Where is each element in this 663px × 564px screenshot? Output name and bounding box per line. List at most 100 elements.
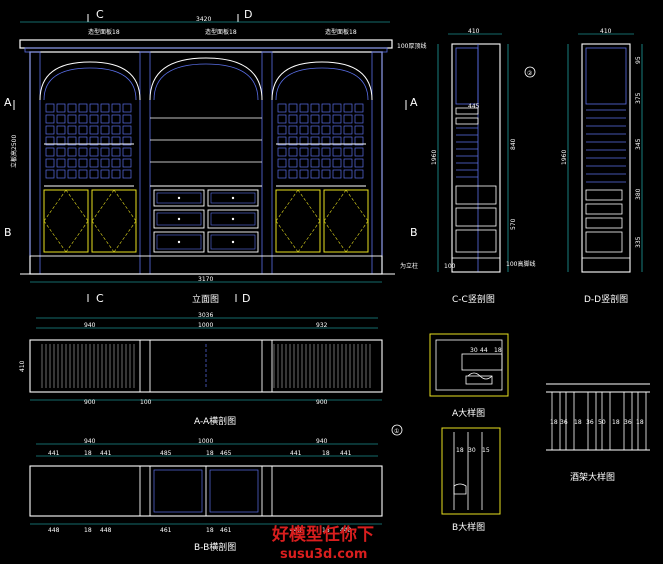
wine-cell [321,169,331,179]
wine-cell [354,158,364,168]
door-lower-left-b [91,189,137,253]
wine-cell [354,125,364,135]
wine-cell [67,103,77,113]
cc-base-note: 100高脚线 [506,260,535,268]
base-note: 为立柱 [400,262,418,270]
section-marker-c-top: C [96,8,104,21]
door-lower-left-a [43,189,89,253]
aa-overall: 3036 [198,312,213,319]
bb-title: B-B横剖图 [194,541,236,553]
elevation-title: 立面图 [192,293,219,305]
wine-cell [354,103,364,113]
wine-cell [89,158,99,168]
wine-cell [343,158,353,168]
dd-dim-1: 95 [635,56,642,64]
section-marker-d-bottom: D [242,292,250,305]
wine-cell [67,136,77,146]
cabinet-frame [29,51,383,275]
wine-cell [321,147,331,157]
bb-inner-bottom-dim: 461 [220,527,232,534]
cc-height: 1960 [431,150,438,165]
detail-b-dim-1: 18 [456,447,464,454]
wine-detail-title: 酒架大样图 [570,471,615,483]
bb-inner-bottom-dim: 448 [100,527,112,534]
wine-cell [321,114,331,124]
wine-cell [288,125,298,135]
wine-cell [122,169,132,179]
detail-a-dim-2: 44 [480,347,488,354]
wine-cell [100,169,110,179]
wine-cell [332,147,342,157]
cc-base-dim: 100 [444,263,456,270]
wine-cell [299,114,309,124]
detail-a-title: A大样图 [452,407,485,419]
wine-cell [89,103,99,113]
top-note-1: 造型面板18 [88,28,120,36]
wine-cell [100,147,110,157]
wine-detail-post [637,391,647,451]
wine-cell [299,136,309,146]
wine-cell [277,136,287,146]
wine-cell [299,125,309,135]
wine-cell [78,103,88,113]
wine-cell [111,158,121,168]
aa-circle-label: ① [394,428,399,435]
wine-cell [343,169,353,179]
wine-cell [67,158,77,168]
bb-inner-top-dim: 441 [48,450,60,457]
aa-bottom-1: 900 [84,399,96,406]
wine-cell [111,136,121,146]
cc-title: C-C竖剖图 [452,293,495,305]
wine-cell [332,114,342,124]
detail-a-dim-3: 18 [494,347,502,354]
aa-bottom-3: 900 [316,399,328,406]
wine-cell [89,147,99,157]
wine-cell [45,169,55,179]
wine-cell [288,114,298,124]
bb-inner-bottom-dim: 448 [48,527,60,534]
bb-inner-top-dim: 18 [84,450,92,457]
wine-cell [277,169,287,179]
section-marker-d-top: D [244,8,252,21]
wine-cell [332,158,342,168]
wine-cell [299,158,309,168]
elevation-overall-width: 3420 [196,16,211,23]
wine-cell [288,147,298,157]
detail-b-view: 18 30 15 B大样图 [441,427,501,533]
wine-cell [100,114,110,124]
elevation-view: C D 3420 100厚顶线 造型面板18 造型面板18 造型面板18 [4,8,426,305]
wine-cell [354,147,364,157]
wine-cell [111,125,121,135]
wine-detail-post [565,391,575,451]
watermark-line-1: 好模型任你下 [271,524,374,545]
side-b-right: B [410,226,418,239]
wine-detail-post [623,391,633,451]
wine-rack-left [44,103,134,187]
door-lower-right-b [323,189,369,253]
wine-cell [343,103,353,113]
wine-cell [310,103,320,113]
wine-cell [122,114,132,124]
wine-cell [56,147,66,157]
wine-cell [111,103,121,113]
wine-cell [56,103,66,113]
bb-seg-3: 940 [316,438,328,445]
center-drawers [153,189,259,253]
bb-inner-top-dim: 441 [340,450,352,457]
wine-cell [332,103,342,113]
section-dd-view: 410 1960 95 375 345 380 335 D-D竖剖图 [561,28,643,305]
wine-cell [288,169,298,179]
wine-cell [56,136,66,146]
side-b-left: B [4,226,12,239]
bb-inner-bottom-dim: 18 [322,527,330,534]
bb-seg-2: 1000 [198,438,213,445]
wine-cell [78,114,88,124]
wine-cell [45,103,55,113]
side-a-right: A [410,96,418,109]
wine-cell [288,103,298,113]
wine-cell [321,103,331,113]
wine-cell [277,158,287,168]
